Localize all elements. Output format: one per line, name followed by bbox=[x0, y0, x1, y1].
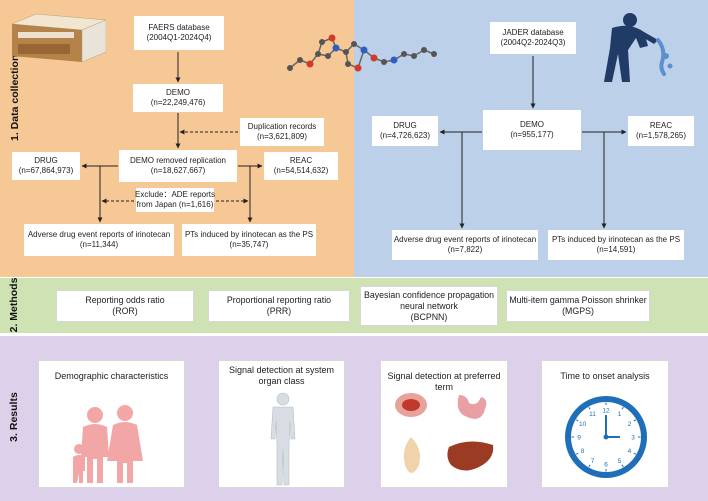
faers-drug-box: DRUG(n=67,864,973) bbox=[12, 152, 80, 180]
jader-database-box: JADER database(2004Q2-2024Q3) bbox=[490, 22, 576, 54]
jader-pts-box: PTs induced by irinotecan as the PS(n=14… bbox=[548, 230, 684, 260]
clock-number: 8 bbox=[581, 448, 585, 455]
faers-reac-box: REAC(n=54,514,632) bbox=[264, 152, 338, 180]
clock-tick bbox=[633, 452, 637, 455]
result-card-soc: Signal detection at system organ class bbox=[218, 360, 345, 488]
result-title-tto: Time to onset analysis bbox=[560, 371, 650, 381]
clock-tick bbox=[621, 464, 624, 468]
result-title-pt: Signal detection at preferred term bbox=[387, 371, 501, 392]
duplication-records-box: Duplication records(n=3,621,809) bbox=[240, 118, 324, 146]
clock-number: 12 bbox=[602, 408, 610, 415]
clock-tick bbox=[575, 452, 579, 455]
clock-number: 9 bbox=[577, 435, 581, 442]
jader-ade-reports-box: Adverse drug event reports of irinotecan… bbox=[392, 230, 538, 260]
method-ror-box: Reporting odds ratio(ROR) bbox=[56, 290, 194, 322]
result-card-pt: Signal detection at preferred term bbox=[380, 360, 508, 488]
jader-demo-box: DEMO(n=955,177) bbox=[483, 110, 581, 150]
method-prr-box: Proportional reporting ratio(PRR) bbox=[208, 290, 350, 322]
irinotecan-molecule-icon bbox=[287, 34, 437, 72]
clock-tick bbox=[575, 419, 579, 422]
clock-number: 4 bbox=[628, 448, 632, 455]
clock-tick bbox=[633, 419, 637, 422]
faers-demo-removed-box: DEMO removed replication(n=18,627,667) bbox=[119, 150, 237, 182]
drug-box-icon bbox=[11, 13, 106, 63]
organs-icon bbox=[395, 393, 494, 473]
faers-database-box: FAERS database(2004Q1-2024Q4) bbox=[134, 16, 224, 50]
clock-number: 10 bbox=[579, 421, 587, 428]
clock-number: 7 bbox=[591, 458, 595, 465]
jader-drug-box: DRUG(n=4,726,623) bbox=[372, 116, 438, 146]
result-card-demographics: Demographic characteristics bbox=[38, 360, 185, 488]
clock-number: 5 bbox=[618, 458, 622, 465]
clock-tick bbox=[588, 464, 591, 468]
human-body-icon bbox=[270, 392, 296, 486]
clock-tick bbox=[588, 406, 591, 410]
clock-tick bbox=[621, 406, 624, 410]
result-title-soc-line2: organ class bbox=[258, 376, 305, 386]
method-mgps-box: Multi-item gamma Poisson shrinker(MGPS) bbox=[506, 290, 650, 322]
clock-number: 3 bbox=[631, 435, 635, 442]
faers-demo-box: DEMO(n=22,249,476) bbox=[133, 84, 223, 112]
jader-reac-box: REAC(n=1,578,265) bbox=[628, 116, 694, 146]
family-icon bbox=[73, 405, 143, 483]
result-title-demographics: Demographic characteristics bbox=[54, 371, 169, 381]
faers-ade-reports-box: Adverse drug event reports of irinotecan… bbox=[24, 224, 174, 256]
clock-number: 11 bbox=[589, 411, 596, 418]
clock-number: 2 bbox=[628, 421, 632, 428]
faers-pts-box: PTs induced by irinotecan as the PS(n=35… bbox=[182, 224, 316, 256]
sick-person-icon bbox=[604, 13, 673, 82]
result-title-soc-line1: Signal detection at system bbox=[228, 365, 335, 375]
clock-number: 1 bbox=[618, 411, 622, 418]
clock-number: 6 bbox=[604, 462, 608, 469]
